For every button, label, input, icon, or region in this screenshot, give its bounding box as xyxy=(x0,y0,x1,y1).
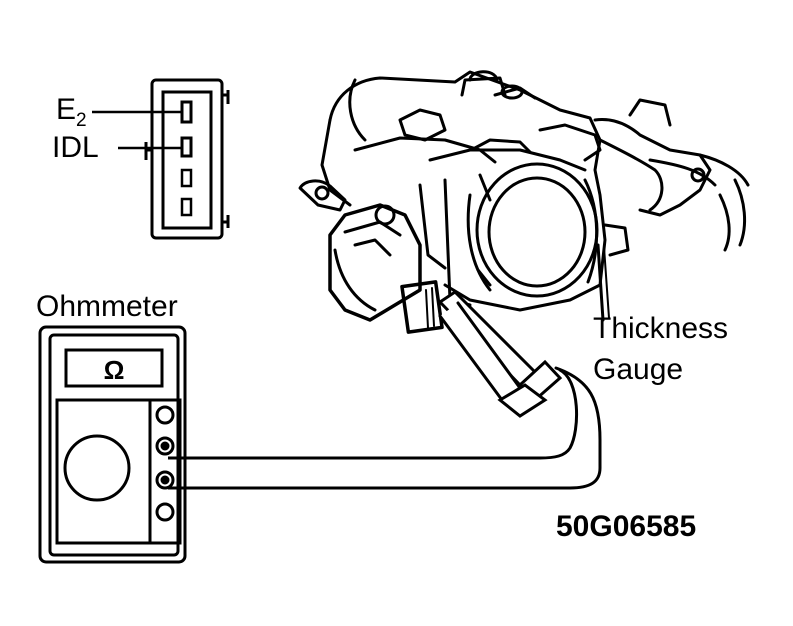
figure-code: 50G06585 xyxy=(556,510,697,543)
throttle-body-illustration xyxy=(298,70,750,334)
terminal-3 xyxy=(155,470,175,490)
lead-wire-1 xyxy=(178,366,602,490)
ohmmeter-title: Ohmmeter xyxy=(36,290,178,323)
ohmmeter-display xyxy=(64,348,164,388)
idl-label: IDL xyxy=(52,131,99,164)
lead-wire-2 xyxy=(178,368,579,460)
gauge-label: Gauge xyxy=(593,353,684,386)
ohmmeter xyxy=(38,325,187,564)
connector-diagram xyxy=(92,78,230,240)
e2-subscript: 2 xyxy=(76,110,87,131)
sensor-connector-plug xyxy=(400,280,444,334)
ohm-symbol: Ω xyxy=(104,355,125,385)
terminal-2 xyxy=(155,436,175,456)
test-probes xyxy=(178,290,602,490)
pin-3 xyxy=(180,168,193,188)
thickness-gauge-blade xyxy=(596,243,605,322)
throttle-position-sensor xyxy=(328,203,444,334)
terminal-1 xyxy=(155,405,175,425)
thickness-label: Thickness xyxy=(593,312,729,345)
ohmmeter-dial xyxy=(63,434,131,502)
pin-idl xyxy=(180,136,193,158)
pin-e2 xyxy=(180,100,193,124)
ohmmeter-body xyxy=(38,325,187,564)
e2-label: E2 xyxy=(56,93,87,131)
connector-inner-frame xyxy=(161,90,213,230)
pin-4 xyxy=(180,197,193,217)
ohmmeter-dial-panel xyxy=(55,398,152,545)
throttle-bore xyxy=(475,162,599,298)
terminal-4 xyxy=(155,502,175,522)
connector-housing xyxy=(150,78,224,240)
